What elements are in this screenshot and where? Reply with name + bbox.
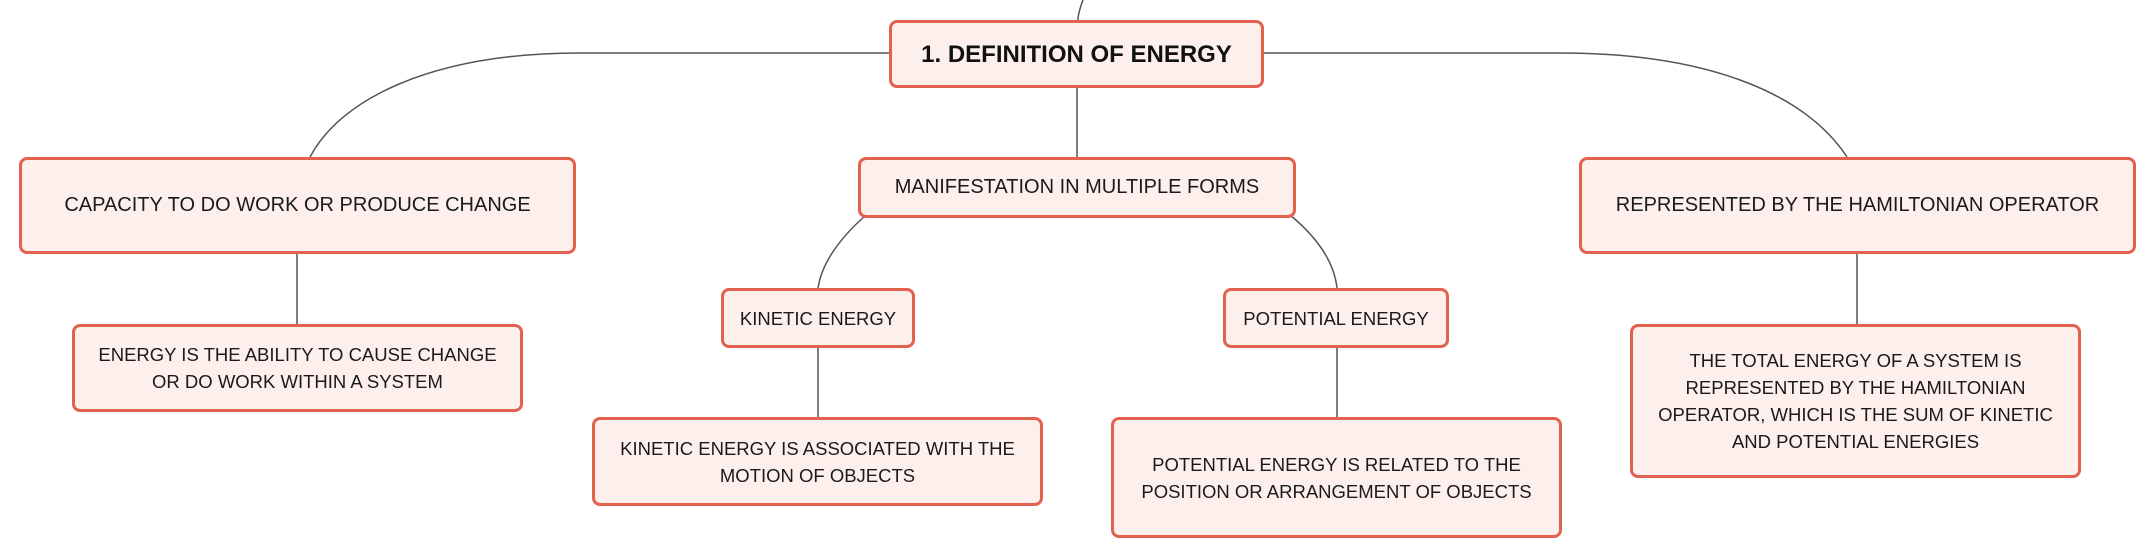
root-label: 1. DEFINITION OF ENERGY [921, 40, 1232, 68]
sub-node-kinetic-energy[interactable]: KINETIC ENERGY [721, 288, 915, 348]
sub-node-label: POTENTIAL ENERGY [1243, 307, 1429, 329]
branch-node-manifestation[interactable]: MANIFESTATION IN MULTIPLE FORMS [858, 157, 1296, 218]
connector-root-to-hamiltonian [1264, 52, 1848, 158]
leaf-node-kinetic-detail[interactable]: KINETIC ENERGY IS ASSOCIATED WITH THE MO… [592, 417, 1043, 506]
leaf-label: THE TOTAL ENERGY OF A SYSTEM IS REPRESEN… [1658, 350, 2053, 452]
connector-manifestation-to-potential [1289, 214, 1338, 289]
branch-node-hamiltonian[interactable]: REPRESENTED BY THE HAMILTONIAN OPERATOR [1579, 157, 2136, 254]
leaf-node-potential-detail[interactable]: POTENTIAL ENERGY IS RELATED TO THE POSIT… [1111, 417, 1562, 538]
leaf-label: KINETIC ENERGY IS ASSOCIATED WITH THE MO… [620, 437, 1015, 486]
branch-label: CAPACITY TO DO WORK OR PRODUCE CHANGE [64, 194, 531, 216]
connector-to-parent [1077, 0, 1084, 21]
connector-manifestation-to-kinetic [817, 214, 867, 289]
leaf-label: ENERGY IS THE ABILITY TO CAUSE CHANGE OR… [98, 344, 497, 392]
branch-node-capacity[interactable]: CAPACITY TO DO WORK OR PRODUCE CHANGE [19, 157, 576, 254]
branch-label: REPRESENTED BY THE HAMILTONIAN OPERATOR [1615, 194, 2100, 216]
leaf-label: POTENTIAL ENERGY IS RELATED TO THE POSIT… [1141, 453, 1532, 502]
sub-node-potential-energy[interactable]: POTENTIAL ENERGY [1223, 288, 1449, 348]
connector-root-to-capacity [309, 52, 889, 158]
root-node[interactable]: 1. DEFINITION OF ENERGY [889, 20, 1264, 88]
leaf-node-capacity-detail[interactable]: ENERGY IS THE ABILITY TO CAUSE CHANGE OR… [72, 324, 523, 412]
sub-node-label: KINETIC ENERGY [739, 307, 897, 329]
leaf-node-hamiltonian-detail[interactable]: THE TOTAL ENERGY OF A SYSTEM IS REPRESEN… [1630, 324, 2081, 478]
branch-label: MANIFESTATION IN MULTIPLE FORMS [894, 176, 1260, 198]
